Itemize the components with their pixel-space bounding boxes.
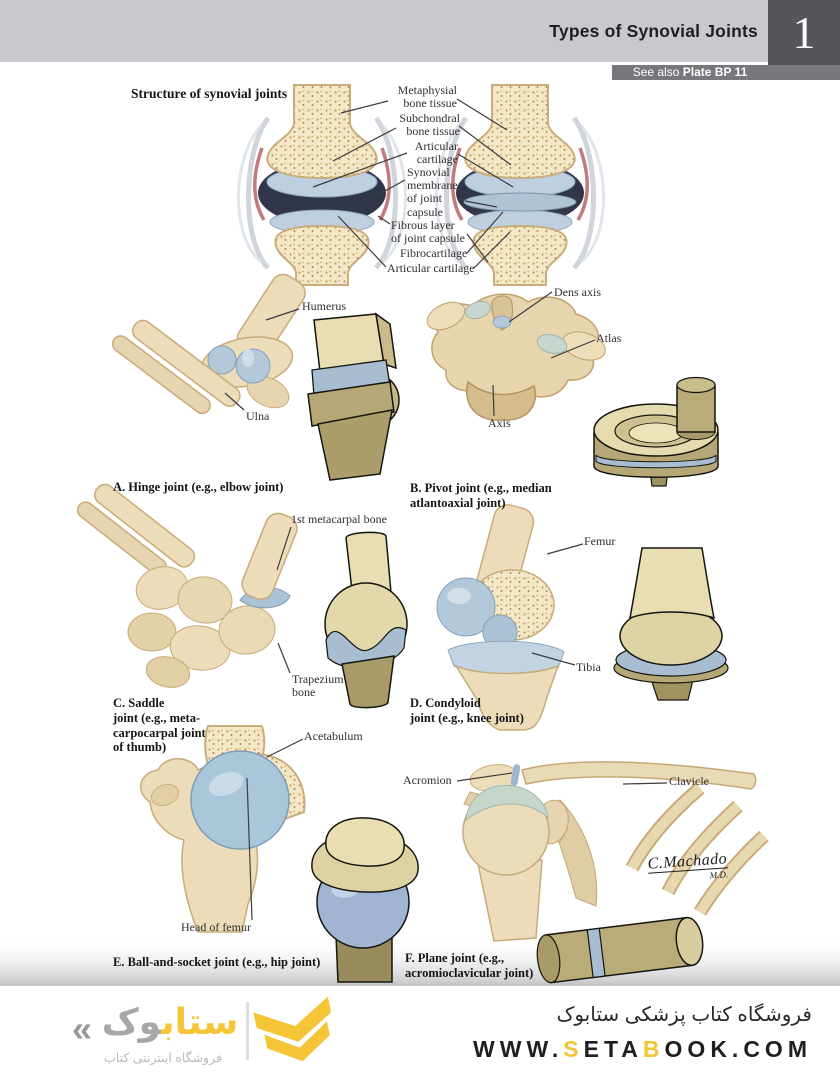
label-tibia: Tibia [576,660,601,674]
setabook-logo-emblem [253,996,332,1062]
label-dens-axis: Dens axis [554,285,601,299]
url-segment: WWW. [473,1036,564,1062]
setabook-wordmark: ستابوک [98,1000,242,1043]
knee-joint-illustration [436,504,565,731]
label-ulna: Ulna [246,409,270,423]
label-subchondral-bone-tissue: Subchondral bone tissue [399,111,460,139]
label-axis: Axis [488,416,511,430]
structure-section-title: Structure of synovial joints [131,86,288,101]
see-also-prefix: See also [632,65,683,79]
label-articular-cartilage-lower: Articular cartilage [387,261,475,275]
label-humerus: Humerus [302,299,346,313]
caption-condyloid-joint: D. Condyloid joint (e.g., knee joint) [410,696,524,725]
caption-saddle-joint: C. Saddle joint (e.g., meta- carpocarpal… [113,696,206,755]
logo-left-chevron-icon: « [72,1008,93,1049]
url-segment-highlight: B [642,1036,665,1062]
caption-hinge-joint: A. Hinge joint (e.g., elbow joint) [113,480,284,494]
caption-plane-joint: F. Plane joint (e.g., acromioclavicular … [405,951,534,980]
label-femur: Femur [584,534,616,548]
plate-number: 1 [792,6,816,58]
logo-divider [246,1002,249,1060]
label-trapezium: Trapezium bone [292,672,344,700]
artist-signature: C.Machado M.D. [647,850,729,884]
see-also-bar: See also Plate BP 11 [612,65,840,80]
carpometacarpal-illustration [76,483,298,688]
shoulder-illustration [462,761,769,942]
saddle-joint-schematic [324,531,408,709]
label-fibrocartilage: Fibrocartilage [400,246,468,260]
condyloid-joint-schematic [613,547,729,701]
url-segment: ETA [583,1036,643,1062]
synovial-joint-section [237,84,407,286]
page-title: Types of Synovial Joints [549,20,758,41]
ball-and-socket-schematic [311,817,419,983]
label-articular-cartilage-upper: Articular cartilage [414,139,458,167]
elbow-leader-lines [224,308,300,411]
url-segment-highlight: S [563,1036,584,1062]
hip-leader-lines [246,738,304,921]
logo-tagline: فروشگاه اینترنتی کتاب [104,1051,222,1065]
elbow-joint-illustration [111,273,306,415]
structure-leader-lines [312,98,514,269]
atlas-axis-illustration [426,293,606,421]
caption-ball-and-socket-joint: E. Ball-and-socket joint (e.g., hip join… [113,955,321,969]
wordmark-main: ستاب [161,1001,239,1042]
see-also-plate-ref: Plate BP 11 [682,65,748,79]
label-acetabulum: Acetabulum [304,729,363,743]
pivot-leader-lines [492,291,596,417]
header-title-band: Types of Synovial Joints [0,0,768,62]
label-atlas: Atlas [596,331,622,345]
label-first-metacarpal: 1st metacarpal bone [291,512,387,526]
saddle-leader-lines [276,526,292,674]
hinge-joint-schematic [307,312,400,481]
wordmark-tail: وک [101,1001,162,1042]
plane-leader-lines [456,772,668,785]
label-head-of-femur: Head of femur [181,920,251,934]
caption-pivot-joint: B. Pivot joint (e.g., median atlantoaxia… [410,481,552,510]
pivot-joint-schematic [593,376,719,487]
url-segment: OOK.COM [664,1036,812,1062]
hip-joint-illustration [140,725,306,933]
label-fibrous-layer: Fibrous layer of joint capsule [391,218,465,246]
articular-disc [463,192,577,212]
store-name-line: فروشگاه کتاب پزشکی ستابوک [556,1004,812,1026]
label-synovial-membrane: Synovial membrane of joint capsule [407,165,458,219]
plane-joint-schematic [536,916,704,984]
label-clavicle: Clavicle [669,774,709,788]
plate-number-box: 1 [768,0,840,65]
condyloid-leader-lines [531,543,584,666]
website-url: WWW.SETABOOK.COM [400,1036,812,1063]
label-acromion: Acromion [403,773,452,787]
label-metaphysial-bone-tissue: Metaphysial bone tissue [397,83,457,111]
